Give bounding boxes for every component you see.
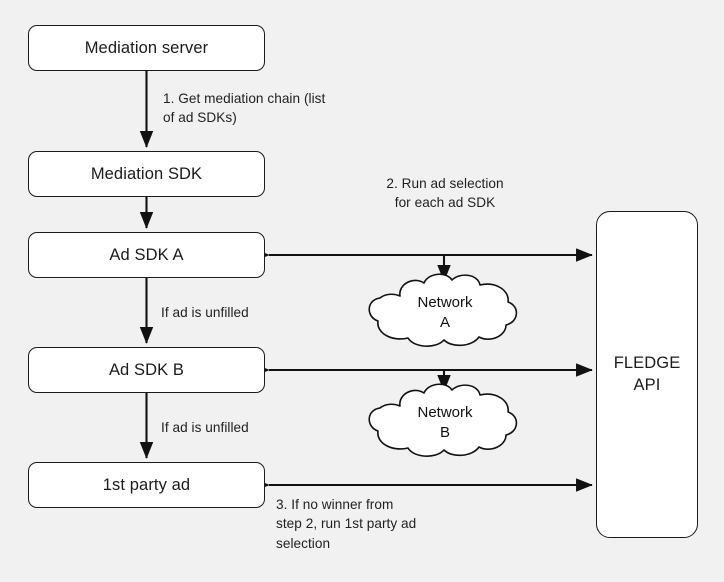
node-ad-sdk-a[interactable]: Ad SDK A <box>28 232 265 278</box>
node-ad-sdk-a-label: Ad SDK A <box>109 245 184 264</box>
cloud-network-b-label: Network B <box>417 404 473 441</box>
cloud-network-a-label: Network A <box>417 294 473 331</box>
edge-label-unfilled-b: If ad is unfilled <box>161 420 249 435</box>
edge-label-step-3: 3. If no winner from step 2, run 1st par… <box>276 497 417 551</box>
node-ad-sdk-b-label: Ad SDK B <box>108 360 185 379</box>
edge-label-step-2: 2. Run ad selection for each ad SDK <box>386 176 504 211</box>
node-fledge-api-label: FLEDGE API <box>613 354 681 394</box>
node-mediation-server-label: Mediation server <box>84 38 209 57</box>
cloud-shape-network-a <box>368 273 518 347</box>
node-mediation-sdk-label: Mediation SDK <box>90 164 203 183</box>
edge-label-step-1: 1. Get mediation chain (list of ad SDKs) <box>163 91 326 126</box>
node-first-party-ad[interactable]: 1st party ad <box>28 462 265 508</box>
node-mediation-sdk[interactable]: Mediation SDK <box>28 151 265 197</box>
node-mediation-server[interactable]: Mediation server <box>28 25 265 71</box>
edge-label-unfilled-a: If ad is unfilled <box>161 305 249 320</box>
node-fledge-api[interactable]: FLEDGE API <box>596 211 698 538</box>
node-first-party-ad-label: 1st party ad <box>102 475 191 494</box>
cloud-shape-network-b <box>368 383 518 457</box>
node-ad-sdk-b[interactable]: Ad SDK B <box>28 347 265 393</box>
